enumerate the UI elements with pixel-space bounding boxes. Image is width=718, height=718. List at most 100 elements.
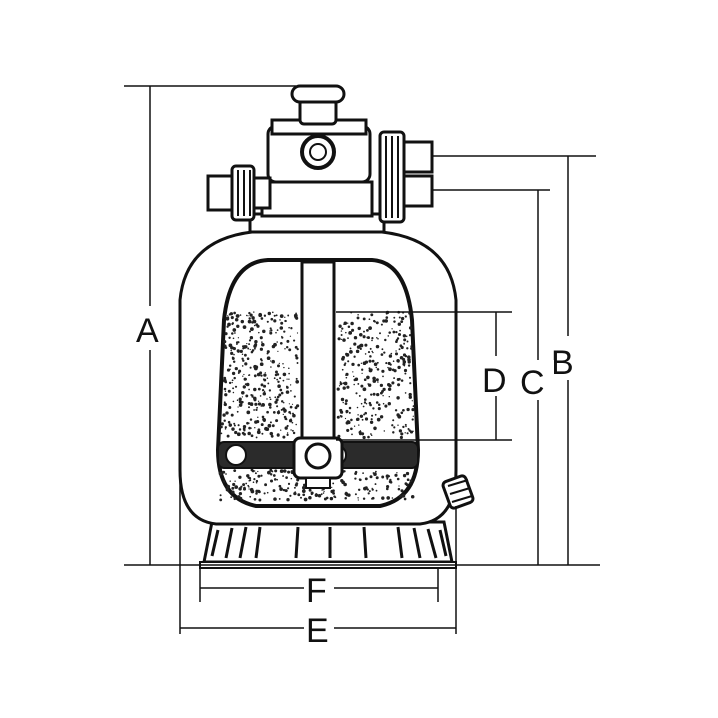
sand-grain — [362, 387, 367, 392]
sand-grain — [255, 436, 258, 439]
sand-grain — [228, 381, 232, 385]
sand-grain — [232, 400, 235, 403]
sand-grain — [276, 478, 279, 481]
sand-grain — [237, 350, 240, 353]
sand-grain — [238, 403, 243, 407]
sand-grain — [250, 327, 254, 331]
sand-grain — [377, 403, 381, 406]
sand-grain — [342, 401, 344, 404]
sand-grain — [242, 483, 246, 487]
sand-grain — [387, 402, 391, 406]
sand-grain — [340, 479, 344, 483]
sand-grain — [363, 398, 367, 401]
sand-grain — [331, 486, 333, 489]
sand-grain — [228, 336, 231, 339]
sand-grain — [402, 362, 406, 366]
sand-grain — [264, 483, 268, 487]
sand-grain — [400, 489, 404, 493]
sand-grain — [286, 424, 289, 428]
sand-grain — [263, 378, 267, 382]
sand-grain — [353, 383, 355, 386]
sand-grain — [296, 332, 299, 334]
sand-grain — [272, 489, 276, 493]
sand-grain — [375, 401, 379, 404]
sand-grain — [402, 360, 407, 364]
sand-grain — [375, 321, 379, 325]
sand-grain — [267, 423, 272, 428]
sand-grain — [405, 425, 407, 428]
sand-grain — [259, 395, 262, 397]
sand-grain — [359, 333, 363, 337]
sand-grain — [277, 413, 280, 415]
sand-grain — [314, 493, 319, 497]
sand-grain — [236, 410, 239, 413]
sand-grain — [228, 313, 232, 316]
sand-grain — [231, 427, 235, 431]
sand-grain — [289, 384, 292, 386]
sand-grain — [294, 315, 298, 319]
sand-grain — [286, 378, 288, 380]
sand-grain — [222, 378, 227, 383]
sand-grain — [346, 428, 350, 432]
sand-grain — [408, 376, 412, 379]
sand-grain — [232, 347, 236, 351]
sand-grain — [286, 419, 288, 421]
sand-grain — [296, 347, 299, 351]
sand-grain — [259, 362, 264, 367]
sand-grain — [223, 376, 227, 380]
sand-grain — [263, 492, 266, 495]
sand-grain — [383, 430, 386, 432]
sand-grain — [287, 470, 291, 474]
sand-grain — [362, 335, 366, 339]
sand-grain — [232, 328, 237, 332]
sand-grain — [267, 351, 269, 354]
sand-grain — [259, 336, 263, 340]
sand-grain — [361, 418, 364, 421]
sand-grain — [249, 487, 254, 492]
sand-grain — [388, 395, 391, 398]
sand-grain — [256, 430, 261, 435]
sand-grain — [398, 429, 403, 433]
sand-grain — [382, 387, 386, 392]
sand-grain — [230, 496, 233, 499]
sand-grain — [370, 393, 373, 396]
sand-grain — [273, 319, 277, 323]
sand-grain — [356, 345, 361, 349]
sand-grain — [269, 330, 271, 332]
sand-grain — [288, 410, 291, 414]
sand-grain — [266, 410, 269, 414]
sand-grain — [407, 360, 411, 364]
sand-grain — [271, 424, 275, 428]
sand-media — [218, 310, 415, 502]
sand-grain — [320, 493, 323, 496]
sand-grain — [411, 418, 414, 421]
sand-grain — [269, 331, 273, 335]
sand-grain — [348, 406, 352, 410]
sand-grain — [289, 335, 292, 337]
sand-grain — [226, 484, 231, 489]
sand-grain — [344, 417, 347, 420]
sand-grain — [266, 377, 269, 380]
sand-grain — [356, 316, 360, 320]
sand-grain — [234, 480, 236, 482]
sand-grain — [280, 321, 284, 325]
sand-grain — [226, 368, 231, 372]
sand-grain — [345, 421, 349, 425]
sand-grain — [371, 350, 373, 353]
filter-base — [199, 520, 457, 569]
sand-grain — [282, 401, 285, 404]
sand-grain — [367, 351, 371, 354]
sand-grain — [380, 323, 383, 326]
sand-grain — [382, 394, 384, 397]
sand-grain — [224, 332, 228, 336]
sand-grain — [237, 406, 239, 408]
sand-grain — [315, 493, 317, 495]
sand-grain — [282, 362, 284, 365]
sand-grain — [230, 316, 234, 320]
sand-grain — [234, 317, 239, 322]
sand-grain — [376, 392, 380, 397]
sand-grain — [377, 407, 381, 411]
sand-grain — [249, 348, 251, 351]
sand-grain — [293, 339, 296, 342]
sand-grain — [277, 380, 280, 384]
